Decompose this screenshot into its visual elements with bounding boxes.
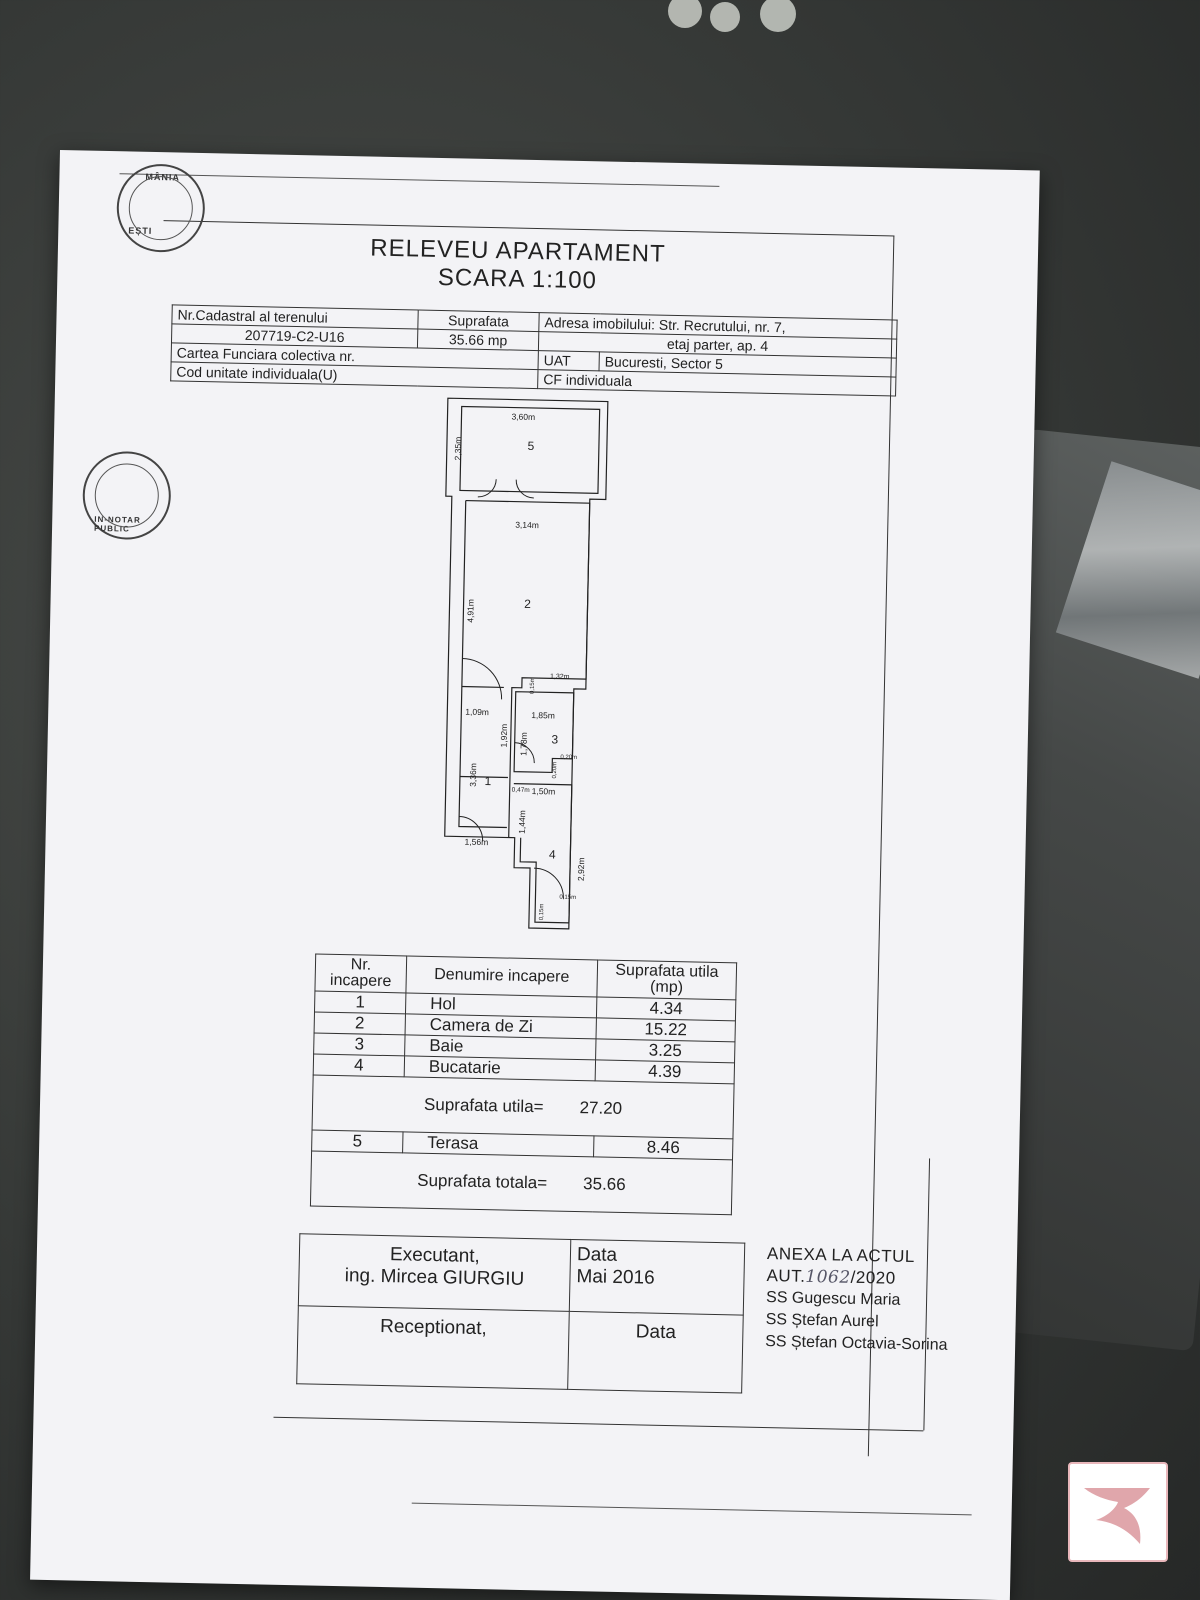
col-nr: Nr. incapere (314, 954, 407, 993)
terrace-nr: 5 (311, 1129, 404, 1153)
row-area: 3.25 (595, 1038, 735, 1063)
dim-bath-step: 0,20m (560, 755, 577, 761)
utila-value: 27.20 (579, 1098, 623, 1118)
executant-name: ing. Mircea GIURGIU (344, 1265, 525, 1290)
room-label-2: 2 (524, 597, 531, 611)
utila-label: Suprafata utila= (423, 1094, 544, 1117)
room-label-4: 4 (549, 847, 556, 861)
document-sheet: MÂNIA EȘTI IN-NOTAR PUBLIC RELEVEU APART… (30, 150, 1040, 1600)
floor-plan-drawing: 5 2 3 1 4 3,60m 2,35m 3,14m 4,91m 0,15m … (444, 397, 609, 930)
terrace-area: 8.46 (593, 1135, 733, 1160)
top-rule (119, 173, 720, 187)
dim-kitchen-h1: 1,44m (517, 810, 527, 834)
room-label-5: 5 (527, 439, 534, 453)
dim-r2-height: 4,91m (465, 599, 475, 623)
row-nr: 2 (314, 1012, 406, 1035)
row-nr: 1 (314, 991, 406, 1014)
dim-kitchen-step-a: 0,15m (559, 895, 576, 901)
anexa-prefix: AUT. (766, 1266, 806, 1286)
suprafata-value: 35.66 mp (417, 329, 539, 351)
dim-r2-small-a: 0,15m (530, 677, 536, 694)
rooms-table: Nr. incapere Denumire incapere Suprafata… (310, 954, 737, 1216)
dim-kitchen-height: 2,92m (576, 857, 586, 881)
receptionat-label: Receptionat, (296, 1305, 570, 1390)
col-name: Denumire incapere (405, 955, 598, 997)
dim-entry-width: 1,56m (464, 837, 488, 847)
dim-hall-h1: 1,92m (499, 724, 509, 748)
dim-bath-height: 1,78m (518, 732, 528, 756)
row-area: 4.39 (595, 1059, 735, 1084)
room-label-3: 3 (551, 732, 558, 746)
floor-plan: 5 2 3 1 4 3,60m 2,35m 3,14m 4,91m 0,15m … (429, 396, 640, 940)
dim-kitchen-gap: 0,47m (512, 787, 530, 794)
row-area: 15.22 (596, 1017, 736, 1042)
row-nr: 4 (313, 1054, 405, 1077)
stamp-text: IN-NOTAR PUBLIC (93, 514, 141, 534)
data-cell: Data Mai 2016 (569, 1239, 745, 1316)
dim-bath-width: 1,85m (531, 710, 555, 720)
anexa-suffix: /2020 (850, 1267, 896, 1288)
dim-hall-height: 3,36m (468, 763, 478, 787)
property-info-table: Nr.Cadastral al terenului Suprafata Adre… (170, 304, 898, 397)
dim-kitchen-step-b: 0,15m (539, 904, 545, 921)
totala-value: 35.66 (582, 1174, 626, 1195)
signature-table: Executant, ing. Mircea GIURGIU Data Mai … (296, 1233, 745, 1394)
dim-hall-width: 1,09m (465, 707, 489, 717)
anexa-line5: SS Ștefan Octavia-Sorina (765, 1333, 948, 1354)
dim-bath-step2: 0,20m (552, 762, 558, 779)
data-value: Mai 2016 (576, 1266, 655, 1289)
total-row: Suprafata totala= 35.66 (310, 1150, 733, 1215)
subtotal-row: Suprafata utila= 27.20 (312, 1075, 735, 1139)
dim-r5-width: 3,60m (511, 412, 535, 422)
stamp-text: MÂNIA (145, 171, 181, 183)
data-label-2: Data (567, 1311, 744, 1394)
annex-note: ANEXA LA ACTUL AUT.1062/2020 SS Gugescu … (765, 1243, 950, 1357)
uat-label: UAT (538, 350, 600, 371)
room-label-1: 1 (484, 774, 491, 788)
bottom-rule (411, 1502, 972, 1516)
bird-logo-icon (1084, 1488, 1150, 1544)
notary-stamp-side: IN-NOTAR PUBLIC (81, 450, 172, 541)
dim-kitchen-width: 1,50m (532, 786, 556, 796)
dim-r2-small-b: 1,32m (550, 673, 570, 680)
dim-r2-width: 3,14m (515, 520, 539, 530)
suprafata-label: Suprafata (417, 310, 540, 332)
fabric-dot (760, 0, 796, 32)
col-area: Suprafata utila (mp) (596, 959, 737, 1000)
fabric-dot (710, 2, 740, 32)
fabric-dot (668, 0, 702, 28)
dim-r5-height: 2,35m (453, 437, 463, 461)
watermark-logo (1068, 1462, 1168, 1562)
row-nr: 3 (313, 1033, 406, 1056)
executant-cell: Executant, ing. Mircea GIURGIU (298, 1233, 571, 1312)
plan-door-arcs (459, 479, 564, 899)
anexa-handwritten-number: 1062 (805, 1266, 851, 1288)
totala-label: Suprafata totala= (417, 1170, 548, 1193)
plan-walls (444, 397, 609, 930)
row-area: 4.34 (596, 996, 736, 1021)
